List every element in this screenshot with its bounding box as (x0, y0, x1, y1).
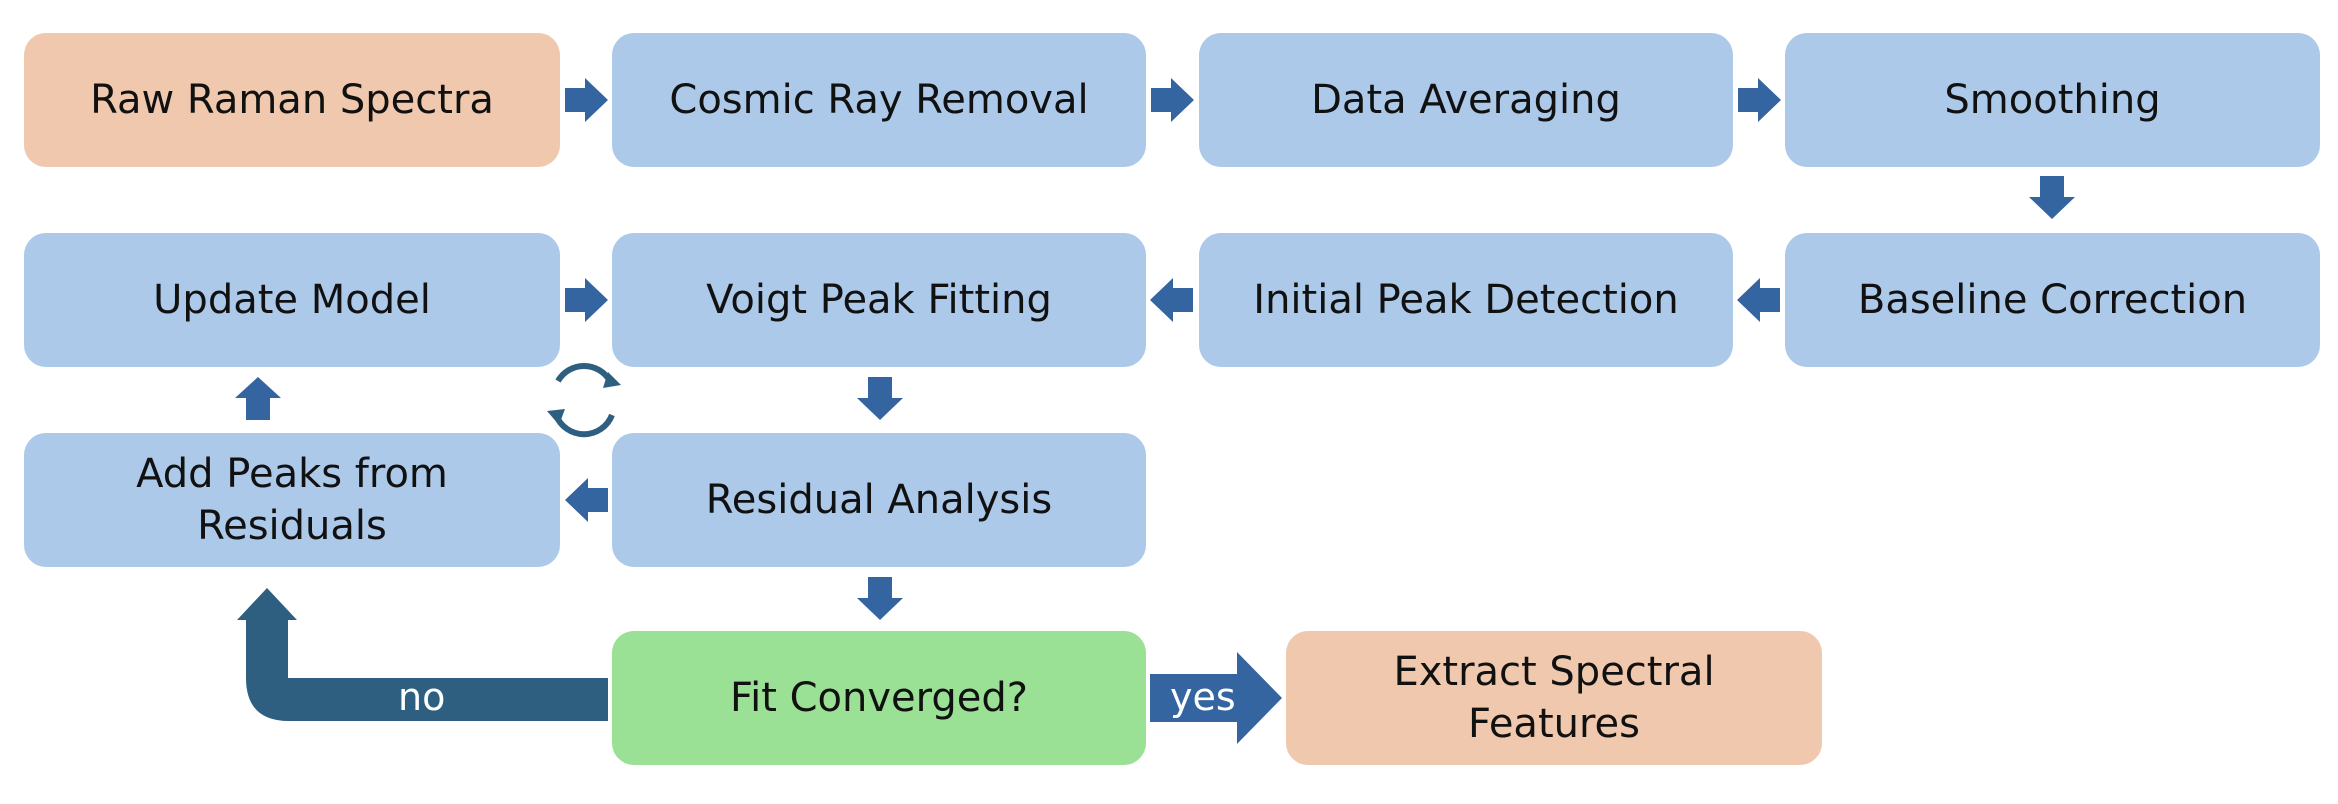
cosmic-ray-removal-label: Cosmic Ray Removal (669, 77, 1089, 123)
raw-raman-spectra-node: Raw Raman Spectra (24, 33, 560, 167)
arrow-add-peaks-to-update (235, 377, 281, 420)
fit-converged-decision-node: Fit Converged? (612, 631, 1146, 765)
arrow-smoothing-to-baseline (2029, 176, 2075, 219)
arrow-voigt-to-residual (857, 377, 903, 420)
smoothing-label: Smoothing (1944, 77, 2161, 123)
data-averaging-label: Data Averaging (1311, 77, 1621, 123)
smoothing-node: Smoothing (1785, 33, 2320, 167)
cosmic-ray-removal-node: Cosmic Ray Removal (612, 33, 1146, 167)
initial-peak-detection-node: Initial Peak Detection (1199, 233, 1733, 367)
residual-analysis-label: Residual Analysis (705, 477, 1053, 523)
extract-spectral-features-label: Extract Spectral Features (1393, 649, 1715, 747)
refresh-cycle-icon (547, 362, 621, 438)
arrow-decision-yes-to-extract (1150, 652, 1282, 744)
baseline-correction-node: Baseline Correction (1785, 233, 2320, 367)
yes-edge-label: yes (1170, 675, 1236, 719)
arrow-averaging-to-smoothing (1738, 78, 1781, 122)
update-model-label: Update Model (153, 277, 431, 323)
raw-raman-spectra-label: Raw Raman Spectra (90, 77, 494, 123)
voigt-peak-fitting-label: Voigt Peak Fitting (706, 277, 1052, 323)
arrow-cosmic-to-averaging (1151, 78, 1194, 122)
arrow-residual-to-decision (857, 577, 903, 620)
fit-converged-label: Fit Converged? (729, 675, 1028, 721)
arrow-baseline-to-detection (1737, 278, 1780, 322)
baseline-correction-label: Baseline Correction (1857, 277, 2248, 323)
add-peaks-from-residuals-label-line-1: Add Peaks from (136, 451, 448, 497)
add-peaks-from-residuals-label-line-2: Residuals (197, 503, 387, 549)
data-averaging-node: Data Averaging (1199, 33, 1733, 167)
arrow-residual-to-add-peaks (565, 478, 608, 522)
no-edge-label: no (398, 675, 446, 719)
voigt-peak-fitting-node: Voigt Peak Fitting (612, 233, 1146, 367)
arrow-raw-to-cosmic (565, 78, 608, 122)
initial-peak-detection-label: Initial Peak Detection (1253, 277, 1679, 323)
arrow-detection-to-voigt (1150, 278, 1193, 322)
extract-spectral-features-node: Extract Spectral Features (1286, 631, 1822, 765)
residual-analysis-node: Residual Analysis (612, 433, 1146, 567)
arrow-decision-no-to-add-peaks (237, 588, 608, 721)
arrow-update-to-voigt (565, 278, 608, 322)
add-peaks-from-residuals-node: Add Peaks from Residuals (24, 433, 560, 567)
update-model-node: Update Model (24, 233, 560, 367)
